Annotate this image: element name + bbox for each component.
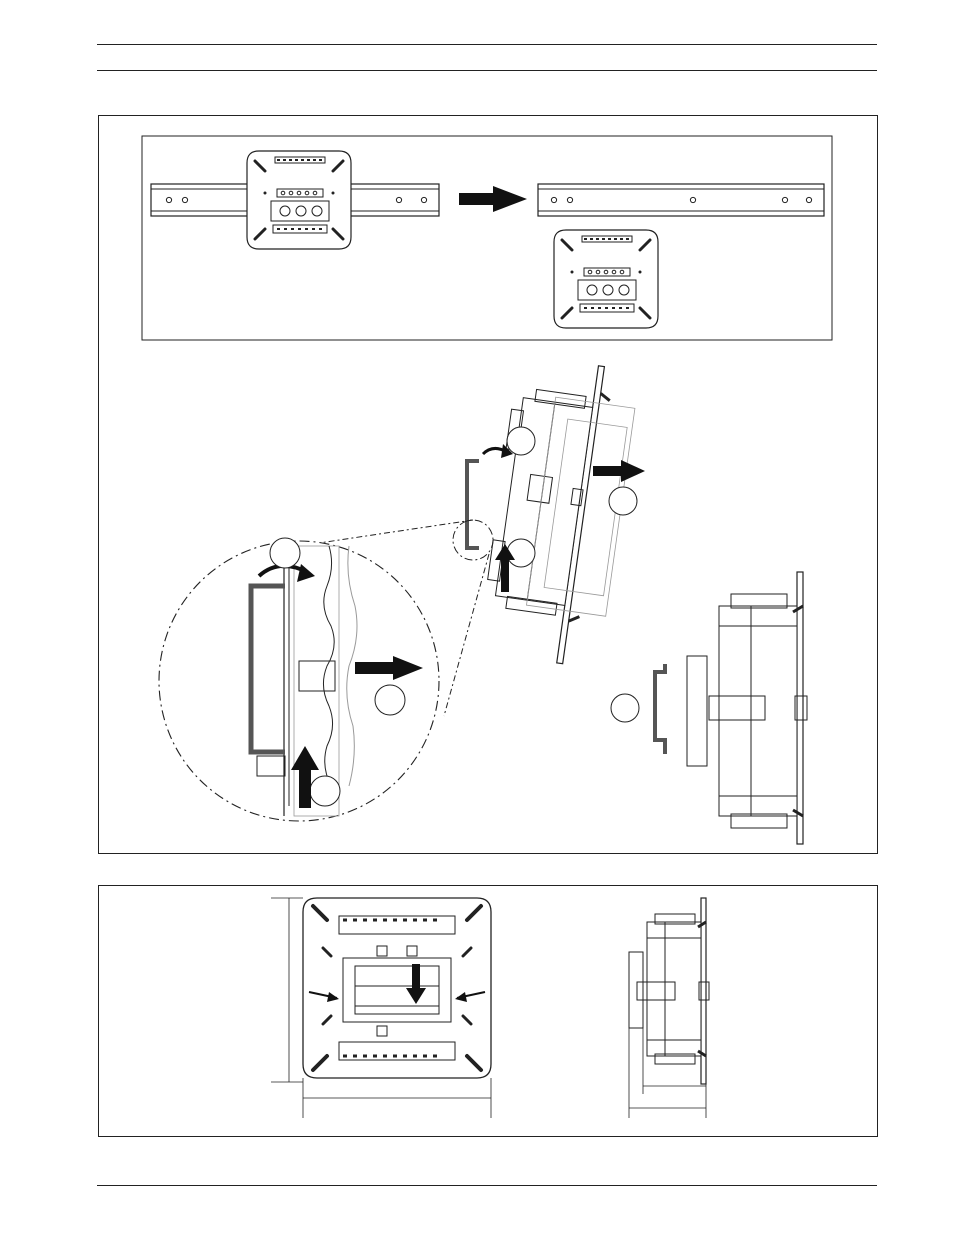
rail-subpanel xyxy=(142,136,832,340)
dimension-height xyxy=(271,898,303,1082)
rail-profile-upper xyxy=(467,461,479,548)
zoom-detail xyxy=(159,538,439,821)
zoom-marker xyxy=(453,520,493,560)
header-rule-bottom xyxy=(97,70,877,71)
side-view xyxy=(629,898,709,1118)
module-on-rail xyxy=(247,151,351,249)
figure-dimensions-drawing xyxy=(99,886,879,1138)
footer-rule xyxy=(97,1185,877,1186)
callout-circle-1 xyxy=(507,427,535,455)
module-removed xyxy=(554,230,658,328)
figure-mounting-drawing xyxy=(99,116,879,855)
figure-panel-mounting xyxy=(98,115,878,854)
header-rule-top xyxy=(97,44,877,45)
front-view xyxy=(303,898,491,1078)
side-view-detached xyxy=(611,572,807,844)
callout-circle-3 xyxy=(609,487,637,515)
callout-circle-2 xyxy=(507,539,535,567)
figure-panel-dimensions xyxy=(98,885,878,1137)
rail-right xyxy=(538,184,824,216)
dimension-width xyxy=(303,1078,491,1118)
